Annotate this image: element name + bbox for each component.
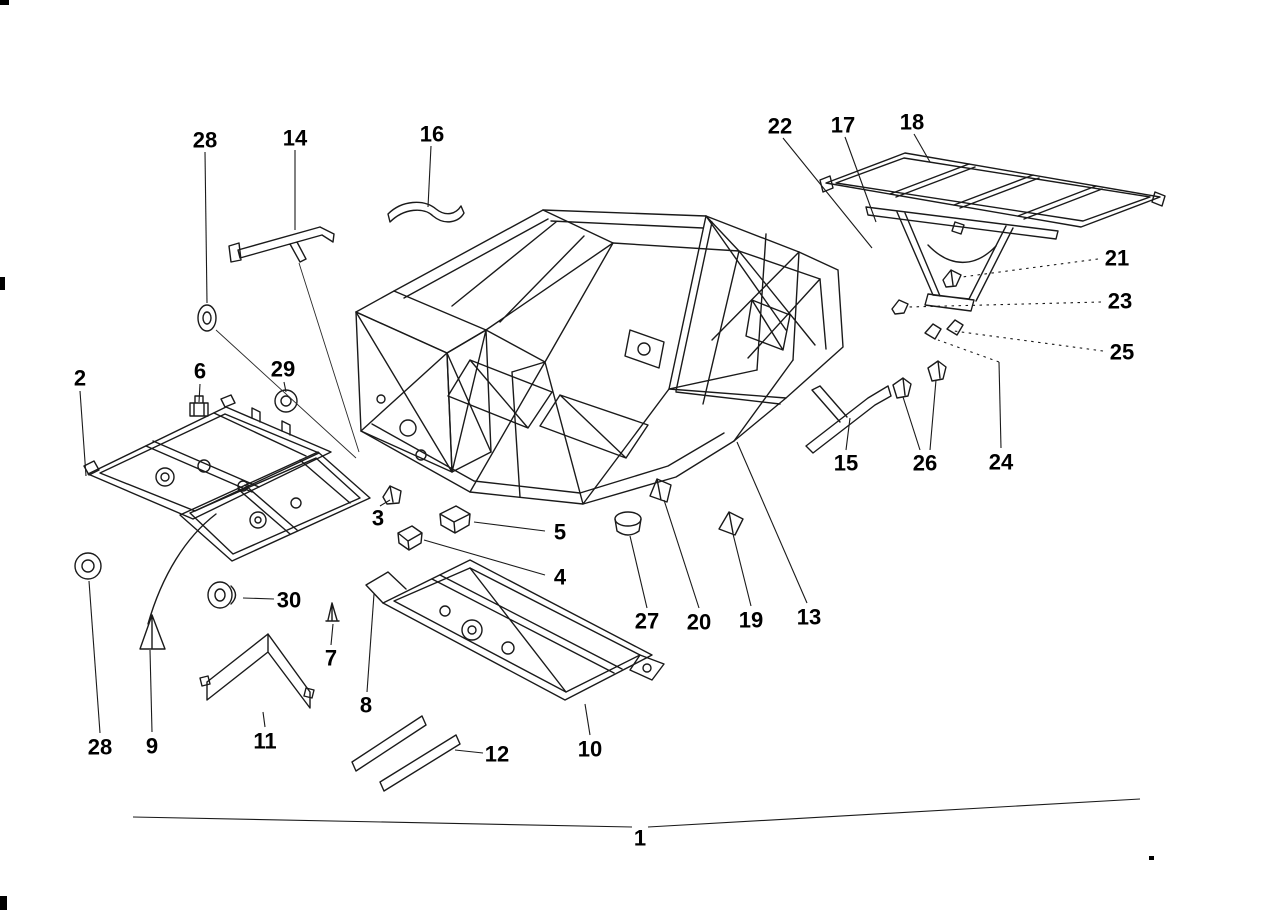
callout-label-24: 24 <box>989 450 1014 475</box>
leader-line-17 <box>844 136 877 223</box>
leader-line-15 <box>845 417 851 451</box>
callout-label-7: 7 <box>325 646 337 671</box>
leader-line-3 <box>379 499 391 507</box>
callout-label-4: 4 <box>554 565 567 590</box>
clip-part-7 <box>325 602 340 622</box>
clip-part-3 <box>382 485 402 505</box>
leader-line-1 <box>647 798 1141 828</box>
callout-label-28: 28 <box>88 735 112 760</box>
leader-line-20 <box>663 499 700 609</box>
callout-label-6: 6 <box>194 359 206 384</box>
leader-line-22 <box>782 137 873 249</box>
callout-label-5: 5 <box>554 520 566 545</box>
leader-line-16 <box>427 145 432 208</box>
callout-label-8: 8 <box>360 693 372 718</box>
leader-line-2 <box>79 390 87 477</box>
leader-line-13 <box>736 441 808 604</box>
leader-line-8 <box>366 593 375 693</box>
callout-label-25: 25 <box>1110 340 1134 365</box>
callout-label-22: 22 <box>768 114 792 139</box>
main-chassis-frame <box>355 209 844 505</box>
callout-label-21: 21 <box>1105 246 1129 271</box>
callout-label-11: 11 <box>253 729 276 754</box>
callout-label-28: 28 <box>193 128 217 153</box>
tube-part-15 <box>805 385 892 454</box>
front-subframe-upper <box>83 394 332 520</box>
grommet-part-28-top <box>197 304 217 332</box>
brackets-part-25 <box>924 319 964 340</box>
curved-tube-part-16 <box>387 201 465 223</box>
rear-subframe-part-17 <box>865 206 1059 312</box>
callout-label-30: 30 <box>277 588 301 613</box>
leader-line-19 <box>732 533 752 607</box>
callout-label-14: 14 <box>283 126 308 151</box>
bracket-part-14 <box>228 226 335 263</box>
bracket-part-20 <box>649 478 672 503</box>
leader-line-4 <box>423 539 546 576</box>
bushing-part-30 <box>207 581 237 609</box>
callout-label-10: 10 <box>578 737 602 762</box>
bracket-part-19 <box>718 511 744 536</box>
leader-line-11 <box>262 711 266 728</box>
rear-ladder-frame-part-18 <box>819 152 1166 228</box>
callout-label-13: 13 <box>797 605 821 630</box>
block-part-5 <box>439 505 471 534</box>
leader-line-12 <box>454 749 484 754</box>
callout-label-16: 16 <box>420 122 444 147</box>
leader-line-21 <box>961 258 1099 278</box>
leader-lines-layer <box>79 133 1141 828</box>
leader-line-5 <box>473 521 546 532</box>
mounting-reference-lines <box>215 262 360 459</box>
callout-label-9: 9 <box>146 734 158 759</box>
leader-line-27 <box>629 535 648 609</box>
callout-label-27: 27 <box>635 609 659 634</box>
bracket-part-23 <box>891 299 909 315</box>
grommet-part-28-bottom <box>74 552 102 580</box>
rails-part-12 <box>351 715 461 792</box>
leader-line-28 <box>88 580 101 734</box>
leader-line-24 <box>998 361 1002 449</box>
bracket-part-4 <box>397 525 423 551</box>
leader-line-18 <box>913 133 931 163</box>
callout-label-18: 18 <box>900 110 924 135</box>
leader-line-7 <box>330 623 334 646</box>
callout-label-15: 15 <box>834 451 858 476</box>
leader-line-30 <box>242 597 275 600</box>
front-subframe-lower <box>147 451 371 625</box>
leader-line-1 <box>132 816 633 828</box>
callout-label-1: 1 <box>634 826 646 851</box>
lower-front-frame <box>365 559 665 701</box>
bracket-part-9 <box>139 614 166 650</box>
callout-label-17: 17 <box>831 113 855 138</box>
bracket-part-21 <box>942 269 962 288</box>
leader-line-29 <box>283 381 287 393</box>
callout-label-3: 3 <box>372 506 384 531</box>
callout-label-12: 12 <box>485 742 509 767</box>
callout-label-20: 20 <box>687 610 711 635</box>
callout-label-2: 2 <box>74 366 86 391</box>
leader-line-26 <box>929 379 937 451</box>
leader-line-26 <box>902 396 921 451</box>
scan-artifacts <box>0 0 1154 910</box>
leader-line-9 <box>149 649 153 733</box>
scissor-link-part-11 <box>199 633 315 709</box>
leader-line-6 <box>198 383 201 403</box>
leader-line-10 <box>584 703 591 736</box>
callout-label-19: 19 <box>739 608 763 633</box>
callout-label-23: 23 <box>1108 289 1132 314</box>
leader-line-25 <box>953 330 1104 352</box>
brackets-part-26 <box>892 360 947 399</box>
callout-label-26: 26 <box>913 451 937 476</box>
leader-line-28 <box>204 151 208 304</box>
callout-label-29: 29 <box>271 357 295 382</box>
leader-line-24 <box>937 339 1000 363</box>
cap-part-27 <box>614 511 642 536</box>
